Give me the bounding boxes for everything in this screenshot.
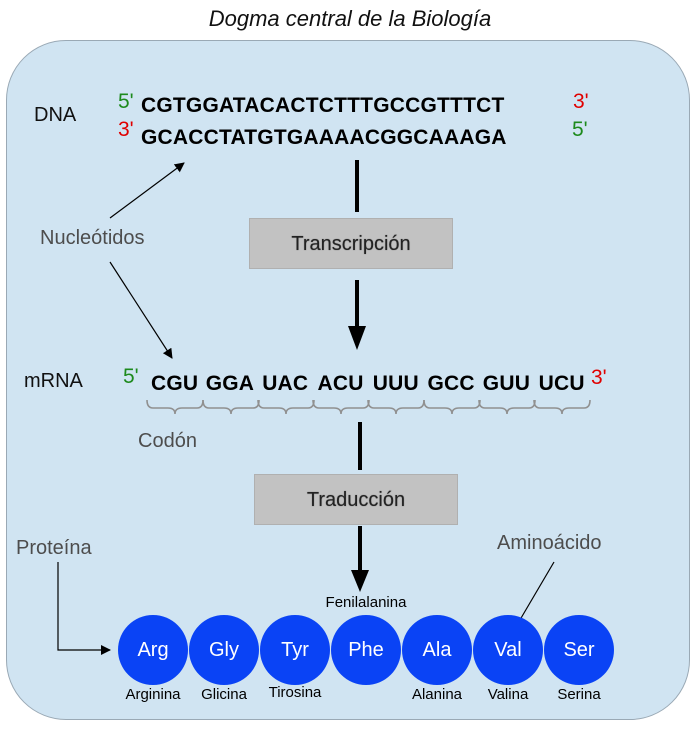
amino-acid-val: Val xyxy=(473,615,543,685)
nucleotides-label: Nucleótidos xyxy=(40,227,145,249)
codon: GUU xyxy=(482,372,531,395)
amino-acid-name: Glicina xyxy=(201,686,247,703)
protein-arrow xyxy=(57,562,111,655)
amino-acid-phe: Phe xyxy=(331,615,401,685)
diagram-panel xyxy=(6,40,690,720)
codon-label: Codón xyxy=(138,430,197,452)
amino-acid-name: Alanina xyxy=(411,686,463,703)
nucleotides-arrow-down xyxy=(109,261,173,359)
amino-acid-name: Serina xyxy=(557,686,601,703)
dna-top-strand: CGTGGATACACTCTTTGCCGTTTCT xyxy=(141,94,505,117)
codon-brace xyxy=(478,399,536,415)
codon: UAC xyxy=(262,372,309,395)
codon: GCC xyxy=(427,372,475,395)
transcription-arrowhead xyxy=(348,326,366,350)
dna-top-3prime: 3' xyxy=(573,90,589,113)
mrna-5prime: 5' xyxy=(123,365,139,388)
translation-arrowhead xyxy=(351,570,369,592)
protein-label: Proteína xyxy=(16,537,92,559)
codon: ACU xyxy=(317,372,364,395)
codon: GGA xyxy=(205,372,255,395)
codon-brace xyxy=(312,399,370,415)
amino-acid-name: Arginina xyxy=(125,686,181,703)
amino-acid-ala: Ala xyxy=(402,615,472,685)
mrna-label: mRNA xyxy=(24,370,83,392)
amino-acid-name: Valina xyxy=(487,686,529,703)
dna-bottom-strand: GCACCTATGTGAAAACGGCAAAGA xyxy=(141,126,507,149)
codon-brace xyxy=(367,399,425,415)
codon: UUU xyxy=(372,372,419,395)
dna-bottom-5prime: 5' xyxy=(572,118,588,141)
codon-brace xyxy=(146,399,204,415)
mrna-3prime: 3' xyxy=(591,366,607,389)
codon: UCU xyxy=(538,372,585,395)
codon-braces xyxy=(146,399,591,415)
codon-brace xyxy=(202,399,260,415)
dna-bottom-3prime: 3' xyxy=(118,118,134,141)
dna-label: DNA xyxy=(34,104,77,126)
amino-acid-name: Tirosina xyxy=(268,684,322,701)
codon: CGU xyxy=(151,372,199,395)
amino-acid-ser: Ser xyxy=(544,615,614,685)
translation-step: Traducción xyxy=(254,474,458,525)
codon-brace xyxy=(423,399,481,415)
amino-acid-gly: Gly xyxy=(189,615,259,685)
transcription-step: Transcripción xyxy=(249,218,453,269)
diagram-title: Dogma central de la Biología xyxy=(208,6,492,31)
amino-acid-arg: Arg xyxy=(118,615,188,685)
codon-brace xyxy=(533,399,591,415)
mrna-sequence: CGU GGA UAC ACU UUU GCC GUU UCU xyxy=(147,372,589,396)
amino-acid-name: Fenilalanina xyxy=(325,594,407,611)
codon-brace xyxy=(257,399,315,415)
dna-top-5prime: 5' xyxy=(118,90,134,113)
amino-acid-label: Aminoácido xyxy=(497,532,602,554)
amino-acid-tyr: Tyr xyxy=(260,615,330,685)
nucleotides-arrow-up xyxy=(109,162,185,219)
